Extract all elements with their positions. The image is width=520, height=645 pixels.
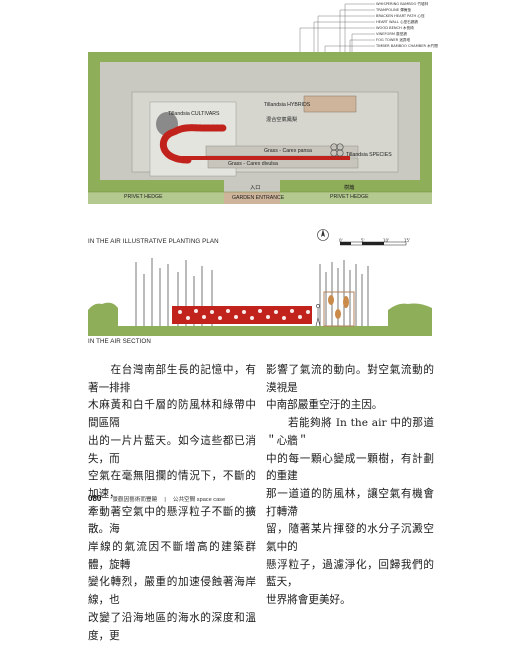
label-grass-pansa: Grass - Carex pansa <box>264 148 312 154</box>
plan-drawing <box>88 52 432 204</box>
text-line: 變化轉烈，嚴重的加速侵蝕著海岸線，也 <box>88 576 256 607</box>
footer-divider: | <box>164 497 166 503</box>
legend-item: WOOD BENCH 木長椅 <box>376 26 414 30</box>
legend-label-zh: 心型石牆牆 <box>399 20 418 24</box>
legend-item: HEART WALL 心型石牆牆 <box>376 20 418 24</box>
section-caption: IN THE AIR SECTION <box>88 338 151 345</box>
legend-label-en: TRAMPOLINE <box>376 8 400 12</box>
legend-label-en: BRACKEN HEART PATH <box>376 14 417 18</box>
label-exit-zh: 樹籬 <box>344 185 355 191</box>
text-line: 留，隨著某片揮發的水分子沉澱空氣中的 <box>266 523 434 554</box>
legend-item: TIMBER BAMBOO CHAMBER 木竹間 <box>376 44 438 48</box>
label-entrance-zh: 入口 <box>250 185 261 191</box>
label-tillandsia-species: Tillandsia SPECIES <box>346 152 392 158</box>
text-line: 中的每一顆心變成一顆樹，有計劃的重建 <box>266 452 434 483</box>
footer: 080 景觀因藝術而豐饒 | 公共空間 space case <box>88 486 388 503</box>
section-title: 公共空間 space case <box>172 497 226 503</box>
text-line: 牽動著空氣中的懸浮粒子不斷的擴散。海 <box>88 505 256 536</box>
text-line: 出的一片片藍天。如今這些都已消失，而 <box>88 434 256 465</box>
legend-label-en: WHISPERING BAMBOO <box>376 2 417 6</box>
text-line: 岸線的氣流因不斷增高的建築群體，旋轉 <box>88 541 256 571</box>
legend-label-en: TIMBER BAMBOO CHAMBER <box>376 44 426 48</box>
section-drawing <box>88 258 432 336</box>
text-line: 中南部嚴重空汙的主因。 <box>266 399 383 412</box>
legend-label-en: FOG TOWER <box>376 38 399 42</box>
label-tillandsia-hybrids: Tillandsia HYBRIDS <box>264 102 311 108</box>
legend-item: WHISPERING BAMBOO 竹噓林 <box>376 2 428 6</box>
text-line: 懸浮粒子，過濾淨化，回歸我們的藍天， <box>266 558 434 589</box>
label-grass-divulsa: Grass - Carex divulsa <box>228 161 278 167</box>
body-text-left: 在台灣南部生長的記憶中，有著一排排 木麻黃和白千層的防風林和綠帶中間區隔 出的一… <box>88 362 256 645</box>
text-line: 在台灣南部生長的記憶中，有著一排排 <box>88 364 256 394</box>
text-line: 若能夠將 In the air 中的那道＂心牆＂ <box>266 417 434 447</box>
label-privet-hedge-left: PRIVET HEDGE <box>124 194 163 200</box>
scale-label: 10' <box>383 238 390 243</box>
legend-label-en: WOOD BENCH <box>376 26 402 30</box>
legend-item: VINEFORM 藤型牆 <box>376 32 407 36</box>
legend-label-zh: 迷霧塔 <box>399 38 411 42</box>
book-title: 景觀因藝術而豐饒 <box>112 497 158 503</box>
text-line: 空氣在毫無阻攔的情況下，不斷的加速， <box>88 470 256 500</box>
scale-label: 0' <box>339 238 343 243</box>
text-line: 影響了氣流的動向。對空氣流動的漠視是 <box>266 364 434 394</box>
legend-item: BRACKEN HEART PATH 心徑 <box>376 14 425 18</box>
page-number: 080 <box>88 494 102 503</box>
legend-label-zh: 彈簧墊 <box>400 8 412 12</box>
text-line: 改變了沿海地區的海水的深度和溫度，更 <box>88 611 256 642</box>
label-privet-hedge-right: PRIVET HEDGE <box>330 194 369 200</box>
legend-label-zh: 竹噓林 <box>417 2 429 6</box>
label-garden-entrance: GARDEN ENTRANCE <box>232 195 285 201</box>
legend-item: TRAMPOLINE 彈簧墊 <box>376 8 411 12</box>
north-arrow-icon <box>316 228 330 244</box>
label-tillandsia-cultivars: Tillandsia CULTIVARS <box>168 111 220 117</box>
legend: WHISPERING BAMBOO 竹噓林 TRAMPOLINE 彈簧墊 BRA… <box>376 0 520 52</box>
legend-label-zh: 心徑 <box>417 14 425 18</box>
legend-label-en: HEART WALL <box>376 20 399 24</box>
legend-label-zh: 木長椅 <box>402 26 414 30</box>
legend-label-zh: 藤型牆 <box>396 32 407 36</box>
label-mixed-air-plants: 混合空氣鳳梨 <box>266 117 298 123</box>
legend-label-zh: 木竹間 <box>427 44 438 48</box>
text-line: 世界將會更美好。 <box>266 594 351 607</box>
plan-caption: IN THE AIR ILLUSTRATIVE PLANTING PLAN <box>88 238 219 245</box>
text-line: 木麻黃和白千層的防風林和綠帶中間區隔 <box>88 399 256 430</box>
scale-bar: 0' 5' 10' 15' <box>339 232 420 248</box>
scale-label: 15' <box>404 238 411 243</box>
legend-label-en: VINEFORM <box>376 32 395 36</box>
legend-item: FOG TOWER 迷霧塔 <box>376 38 410 42</box>
scale-label: 5' <box>361 238 365 243</box>
planting-plan: Tillandsia CULTIVARS Tillandsia HYBRIDS … <box>88 52 432 212</box>
